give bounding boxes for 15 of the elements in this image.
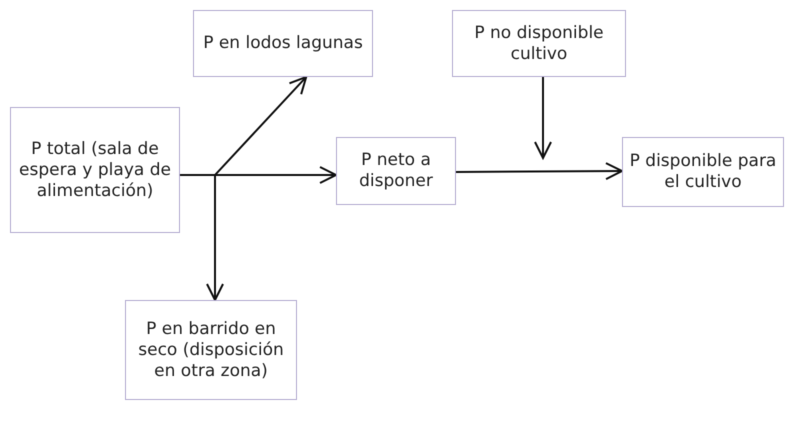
process-box bbox=[622, 137, 784, 207]
node-text: P disponible para el cultivo bbox=[629, 151, 777, 193]
arrow bbox=[534, 77, 552, 159]
process-box bbox=[193, 10, 373, 77]
node-text: P total (sala de espera y playa de alimentación) bbox=[18, 138, 172, 202]
process-box bbox=[125, 300, 297, 400]
node-text: P no disponible cultivo bbox=[473, 22, 605, 64]
arrow bbox=[180, 174, 224, 301]
node-text: P en lodos lagunas bbox=[203, 33, 363, 54]
node-text: P en barrido en seco (disposición en otra zona) bbox=[137, 318, 285, 382]
node-text: P neto a disponer bbox=[358, 150, 434, 192]
process-box bbox=[10, 107, 180, 233]
process-box bbox=[452, 10, 626, 77]
process-box bbox=[336, 137, 456, 205]
arrow bbox=[456, 162, 623, 180]
